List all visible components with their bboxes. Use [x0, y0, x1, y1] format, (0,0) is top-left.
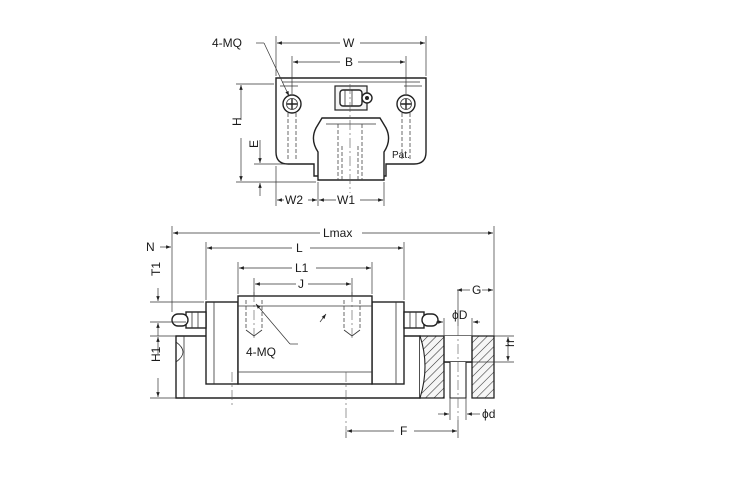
h-label: H: [230, 117, 244, 126]
lmax-label: Lmax: [323, 226, 352, 240]
grease-nipple-head: [339, 89, 363, 107]
rail-break-curve: [175, 341, 184, 363]
end-cap-left: [205, 301, 239, 385]
phid-upper-label: ϕD: [452, 308, 468, 322]
mounting-screw-left: [282, 94, 302, 160]
n-label: N: [146, 240, 155, 254]
side-view: Lmax N L L1 J T1 H1: [146, 226, 517, 438]
mounting-screw-right: [396, 94, 416, 160]
f-label: F: [400, 424, 407, 438]
grease-nipple-left: [171, 311, 207, 329]
t1-label: T1: [149, 262, 163, 276]
l-label: L: [296, 241, 303, 255]
rail-profile-front: [312, 117, 390, 181]
end-cap-right: [371, 301, 405, 385]
h-small-label: h: [503, 340, 517, 347]
w1-label: W1: [337, 193, 355, 207]
mounting-hole-left-hidden: [245, 292, 263, 340]
e-label: E: [247, 140, 261, 148]
mq-leader-front: [263, 42, 290, 97]
w-label: W: [343, 36, 355, 50]
j-label: J: [298, 277, 304, 291]
front-view: Pat. W B 4-MQ H E W2: [212, 36, 427, 207]
l1-label: L1: [295, 261, 309, 275]
grease-nipple-right: [403, 311, 439, 329]
mq-leader-side: [255, 303, 291, 345]
w2-label-bg: [284, 193, 308, 206]
carriage-block-side: [237, 295, 373, 385]
w2-label: W2: [285, 193, 303, 207]
h1-label: H1: [149, 346, 163, 362]
w1-label-bg: [336, 193, 360, 206]
mq-label-front: 4-MQ: [212, 36, 242, 50]
mounting-hole-right-hidden: [343, 292, 361, 340]
b-label: B: [345, 55, 353, 69]
section-break: [419, 335, 426, 399]
patent-mark: Pat.: [392, 150, 410, 161]
depth-mark: [319, 313, 327, 323]
grease-port-dot: [365, 96, 369, 100]
mq-label-side: 4-MQ: [246, 345, 276, 359]
phid-lower-label: ϕd: [482, 407, 495, 421]
g-label: G: [472, 283, 481, 297]
